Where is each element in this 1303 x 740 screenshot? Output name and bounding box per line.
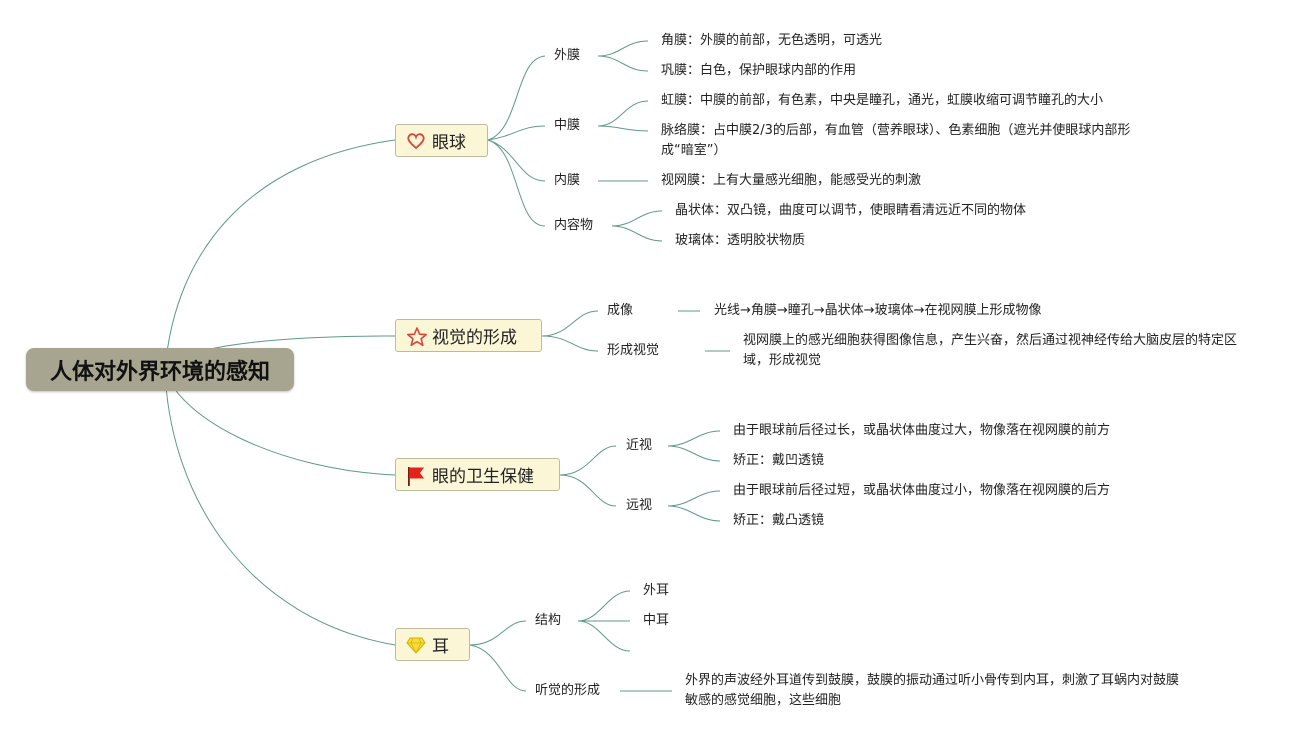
flag-icon bbox=[406, 465, 426, 486]
subtopic-imaging[interactable]: 成像 bbox=[607, 303, 634, 318]
detail-lens[interactable]: 晶状体：双凸镜，曲度可以调节，使眼睛看清远近不同的物体 bbox=[675, 203, 1027, 218]
detail-hyperopia-correction[interactable]: 矫正：戴凸透镜 bbox=[733, 513, 825, 528]
detail-vitreous[interactable]: 玻璃体：透明胶状物质 bbox=[675, 233, 806, 248]
detail-retina[interactable]: 视网膜：上有大量感光细胞，能感受光的刺激 bbox=[661, 173, 922, 188]
branch-label: 眼球 bbox=[432, 133, 466, 153]
subtopic-hyperopia[interactable]: 远视 bbox=[626, 498, 653, 513]
detail-hearing-process[interactable]: 外界的声波经外耳道传到鼓膜，鼓膜的振动通过听小骨传到内耳，刺激了耳蜗内对鼓膜敏感… bbox=[685, 673, 1180, 708]
root-topic[interactable]: 人体对外界环境的感知 bbox=[26, 348, 294, 391]
branch-label: 耳 bbox=[432, 637, 449, 657]
subtopic-middle-layer[interactable]: 中膜 bbox=[554, 118, 581, 133]
branch-vision-formation[interactable]: 视觉的形成 bbox=[395, 319, 542, 352]
branch-label: 眼的卫生保健 bbox=[432, 467, 534, 487]
detail-myopia-cause[interactable]: 由于眼球前后径过长，或晶状体曲度过大，物像落在视网膜的前方 bbox=[733, 423, 1111, 438]
detail-middle-ear[interactable]: 中耳 bbox=[643, 613, 670, 628]
detail-iris[interactable]: 虹膜：中膜的前部，有色素，中央是瞳孔，通光，虹膜收缩可调节瞳孔的大小 bbox=[661, 93, 1104, 108]
subtopic-contents[interactable]: 内容物 bbox=[554, 218, 594, 233]
diamond-icon bbox=[406, 635, 426, 655]
subtopic-ear-structure[interactable]: 结构 bbox=[535, 613, 562, 628]
root-title: 人体对外界环境的感知 bbox=[49, 359, 270, 385]
subtopic-vision-forming[interactable]: 形成视觉 bbox=[607, 343, 660, 358]
detail-light-path[interactable]: 光线→角膜→瞳孔→晶状体→玻璃体→在视网膜上形成物像 bbox=[714, 303, 1042, 318]
star-icon bbox=[406, 326, 427, 346]
detail-sclera[interactable]: 巩膜：白色，保护眼球内部的作用 bbox=[661, 63, 857, 78]
detail-outer-ear[interactable]: 外耳 bbox=[643, 583, 670, 598]
detail-choroid[interactable]: 脉络膜：占中膜2/3的后部，有血管（营养眼球）、色素细胞（遮光并使眼球内部形成“… bbox=[661, 123, 1131, 158]
branch-ear[interactable]: 耳 bbox=[395, 628, 470, 661]
subtopic-inner-layer[interactable]: 内膜 bbox=[554, 173, 581, 188]
branch-eye-health[interactable]: 眼的卫生保健 bbox=[395, 458, 560, 491]
subtopic-myopia[interactable]: 近视 bbox=[626, 438, 653, 453]
subtopic-hearing-formation[interactable]: 听觉的形成 bbox=[535, 683, 601, 698]
branch-label: 视觉的形成 bbox=[432, 328, 517, 348]
heart-icon bbox=[406, 131, 426, 151]
subtopic-outer-layer[interactable]: 外膜 bbox=[554, 48, 581, 63]
detail-hyperopia-cause[interactable]: 由于眼球前后径过短，或晶状体曲度过小，物像落在视网膜的后方 bbox=[733, 483, 1111, 498]
branch-eyeball[interactable]: 眼球 bbox=[395, 124, 488, 157]
detail-cornea[interactable]: 角膜：外膜的前部，无色透明，可透光 bbox=[661, 33, 883, 48]
detail-vision-process[interactable]: 视网膜上的感光细胞获得图像信息，产生兴奋，然后通过视神经传给大脑皮层的特定区域，… bbox=[743, 333, 1238, 368]
detail-myopia-correction[interactable]: 矫正：戴凹透镜 bbox=[733, 453, 825, 468]
